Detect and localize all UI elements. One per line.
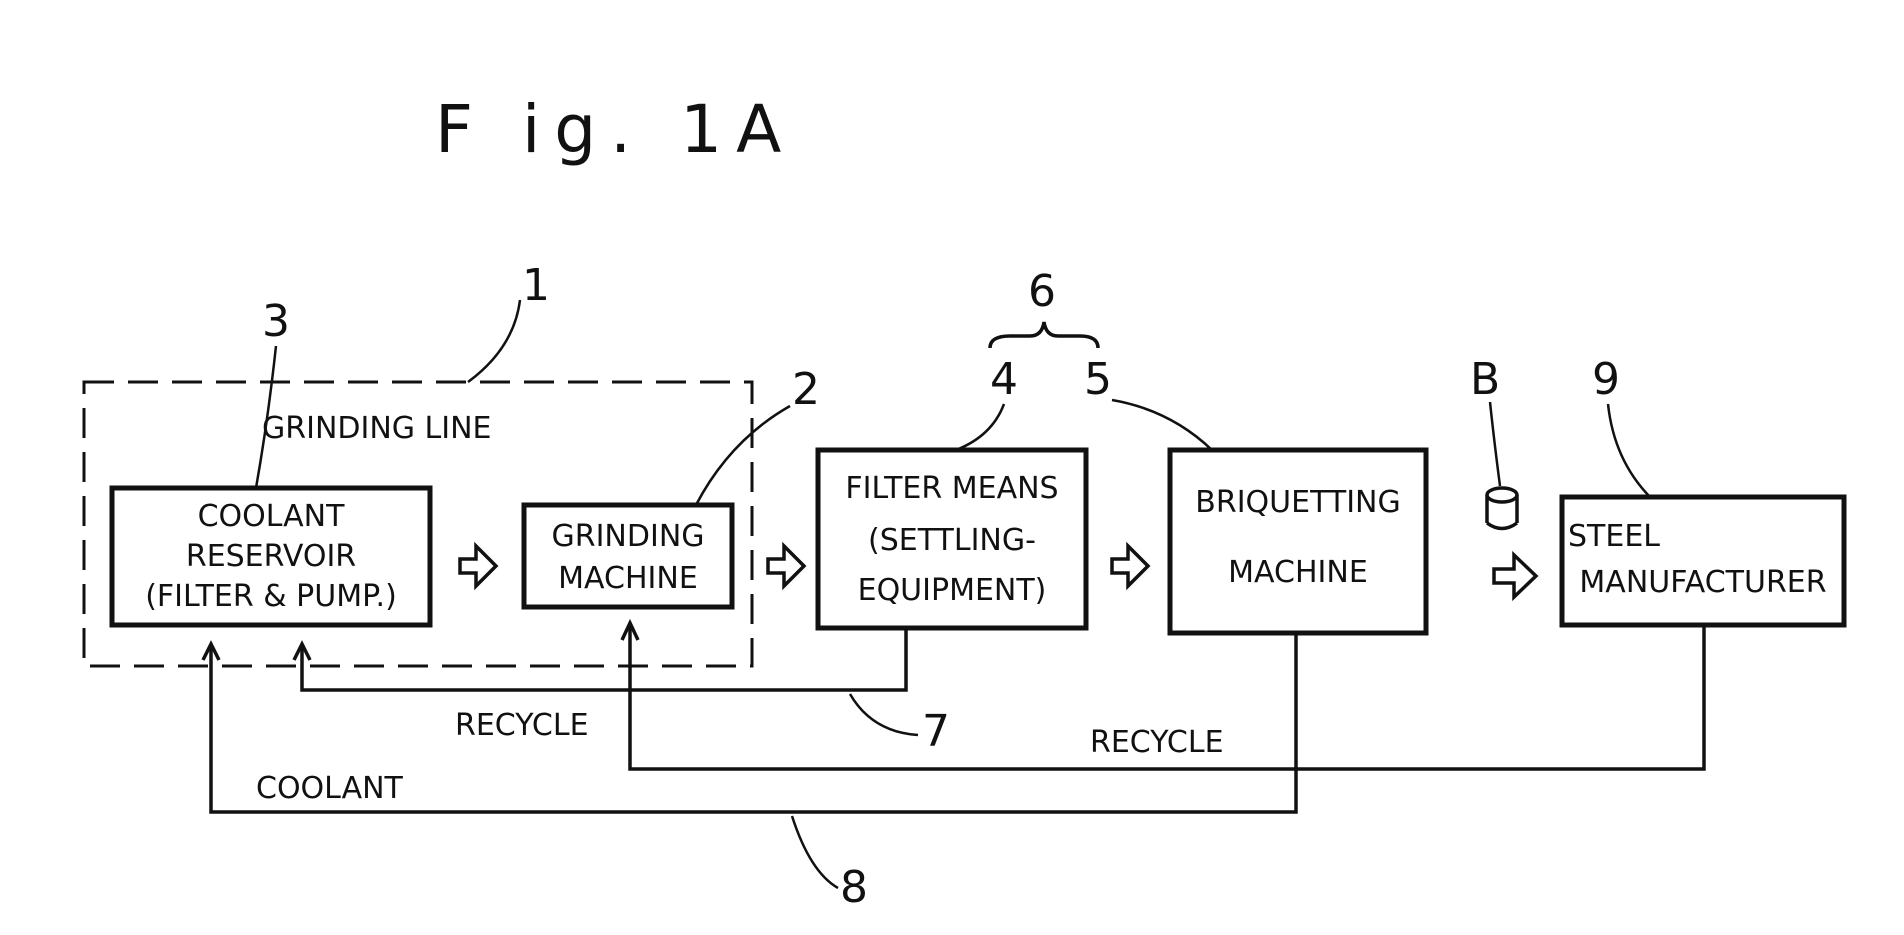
flow-arrow-grinder-to-filter <box>768 546 804 586</box>
briquette-icon <box>1487 488 1517 529</box>
filter-means-line-3: EQUIPMENT) <box>858 573 1047 608</box>
leader-7 <box>850 694 918 735</box>
recycle-label-1: RECYCLE <box>455 708 589 743</box>
figure-title: F ig. 1A <box>435 91 795 168</box>
leader-2 <box>696 406 790 505</box>
ref-numeral-3: 3 <box>262 296 290 347</box>
grinding-machine-line-1: GRINDING <box>551 519 704 554</box>
briquetting-machine-box <box>1170 450 1426 633</box>
filter-means-line-1: FILTER MEANS <box>845 471 1058 506</box>
brace-6 <box>990 322 1098 348</box>
ref-numeral-b: B <box>1470 354 1500 405</box>
briquetting-machine-line-1: BRIQUETTING <box>1195 485 1400 520</box>
flow-arrow-reservoir-to-grinder <box>460 546 496 586</box>
recycle-line-7 <box>302 628 906 690</box>
filter-means-line-2: (SETTLING- <box>868 523 1036 558</box>
ref-numeral-2: 2 <box>792 364 820 415</box>
leader-1 <box>468 300 520 382</box>
ref-numeral-6: 6 <box>1028 266 1056 317</box>
leader-9 <box>1608 404 1650 497</box>
leader-8 <box>792 816 838 888</box>
ref-numeral-8: 8 <box>840 862 868 913</box>
flow-arrow-filter-to-briquetting <box>1112 546 1148 586</box>
leader-5 <box>1112 400 1212 450</box>
coolant-reservoir-line-1: COOLANT <box>198 499 346 534</box>
coolant-label: COOLANT <box>256 771 404 806</box>
steel-manufacturer-box <box>1562 497 1844 625</box>
coolant-reservoir-line-3: (FILTER & PUMP.) <box>145 579 397 614</box>
flow-arrow-briquetting-to-steel <box>1494 555 1536 597</box>
steel-manufacturer-line-1: STEEL <box>1568 519 1660 554</box>
ref-numeral-4: 4 <box>990 354 1018 405</box>
ref-numeral-1: 1 <box>522 260 550 311</box>
steel-manufacturer-line-2: MANUFACTURER <box>1579 565 1826 600</box>
grinding-line-label: GRINDING LINE <box>262 411 492 446</box>
ref-numeral-5: 5 <box>1084 354 1112 405</box>
leader-4 <box>956 404 1004 450</box>
briquetting-machine-line-2: MACHINE <box>1228 555 1368 590</box>
coolant-reservoir-line-2: RESERVOIR <box>186 539 356 574</box>
leader-b <box>1490 402 1500 486</box>
grinding-machine-line-2: MACHINE <box>558 561 698 596</box>
recycle-label-2: RECYCLE <box>1090 725 1224 760</box>
ref-numeral-7: 7 <box>922 706 950 757</box>
ref-numeral-9: 9 <box>1592 354 1620 405</box>
